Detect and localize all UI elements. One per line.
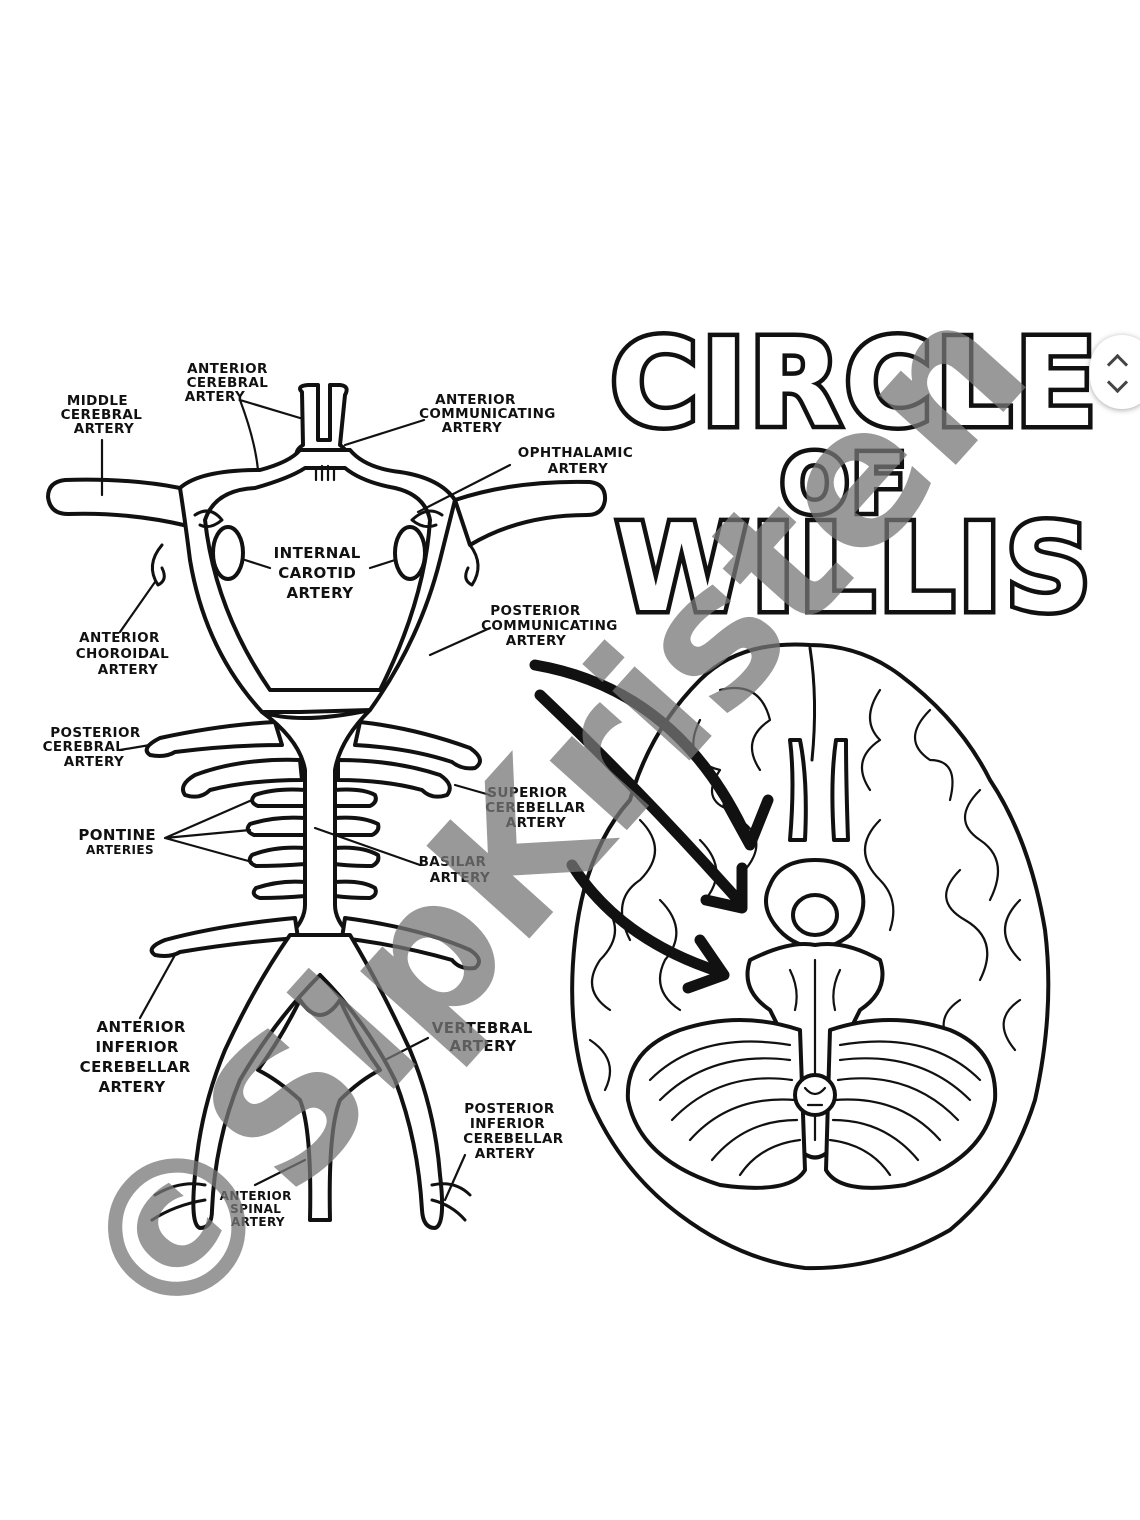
label-ophthalamic: OPHTHALAMIC ARTERY: [518, 445, 639, 477]
right-superior-cerebellar-artery: [336, 758, 452, 799]
circle-ring-inner: [203, 466, 432, 692]
left-ophthalamic-loop: [193, 509, 224, 529]
pointer-arrows: [529, 659, 774, 994]
title-line-2: OF: [781, 438, 910, 531]
left-pica-fork: [150, 1182, 207, 1222]
right-choroidal-hook: [464, 543, 480, 587]
scroll-widget[interactable]: [1090, 335, 1140, 409]
basilar-artery: [260, 708, 372, 937]
right-internal-carotid: [393, 525, 427, 581]
leader-lines: [100, 398, 512, 1202]
label-anterior-cerebral: ANTERIOR CEREBRAL ARTERY: [185, 361, 274, 405]
label-anterior-choroidal: ANTERIOR CHOROIDAL ARTERY: [76, 630, 175, 678]
chevron-down-icon[interactable]: [1106, 371, 1129, 394]
label-pontine: PONTINE ARTERIES: [78, 826, 161, 857]
left-choroidal-hook: [150, 543, 166, 587]
title-line-1: CIRCLE: [610, 315, 1100, 454]
right-anterior-inferior-cerebellar-artery: [340, 916, 481, 971]
anterior-communicating-squiggle: [314, 464, 336, 482]
left-posterior-cerebral-artery: [144, 720, 284, 758]
label-posterior-cerebral: POSTERIOR CEREBRAL ARTERY: [43, 725, 146, 770]
labels: ANTERIOR CEREBRAL ARTERY MIDDLE CEREBRAL…: [43, 361, 639, 1229]
left-middle-cerebral-artery: [46, 477, 190, 528]
right-posterior-cerebral-artery: [353, 720, 482, 771]
left-anterior-inferior-cerebellar-artery: [149, 916, 300, 958]
label-anterior-spinal: ANTERIOR SPINAL ARTERY: [220, 1189, 297, 1229]
cerebellar-folia: [648, 1040, 982, 1177]
right-pica-fork: [430, 1182, 472, 1222]
vertebral-arteries: [191, 933, 445, 1230]
label-posterior-inferior-cerebellar: POSTERIOR INFERIOR CEREBELLAR ARTERY: [463, 1101, 568, 1162]
right-middle-cerebral-artery: [453, 479, 608, 547]
label-posterior-communicating: POSTERIOR COMMUNICATING ARTERY: [481, 603, 623, 649]
label-anterior-communicating: ANTERIOR COMMUNICATING ARTERY: [419, 392, 561, 436]
left-internal-carotid: [211, 525, 245, 581]
anterior-spinal-artery: [256, 998, 382, 1222]
right-cerebellum: [824, 1018, 998, 1190]
label-anterior-inferior-cerebellar: ANTERIOR INFERIOR CEREBELLAR ARTERY: [80, 1018, 197, 1096]
arterial-schematic: [46, 383, 608, 1230]
label-middle-cerebral: MIDDLE CEREBRAL ARTERY: [61, 393, 148, 437]
label-superior-cerebellar: SUPERIOR CEREBELLAR ARTERY: [485, 785, 590, 831]
arrow-3: [566, 859, 726, 978]
right-ophthalamic-loop: [410, 509, 444, 529]
label-internal-carotid: INTERNAL CAROTID ARTERY: [274, 544, 367, 602]
title: CIRCLE OF WILLIS: [606, 311, 1102, 644]
left-superior-cerebellar-artery: [181, 757, 304, 799]
label-vertebral: VERTEBRAL ARTERY: [432, 1019, 539, 1055]
label-basilar: BASILAR ARTERY: [419, 854, 492, 886]
brain-inferior-view: [570, 642, 1051, 1271]
title-line-3: WILLIS: [615, 500, 1094, 639]
arrow-2: [534, 689, 744, 906]
